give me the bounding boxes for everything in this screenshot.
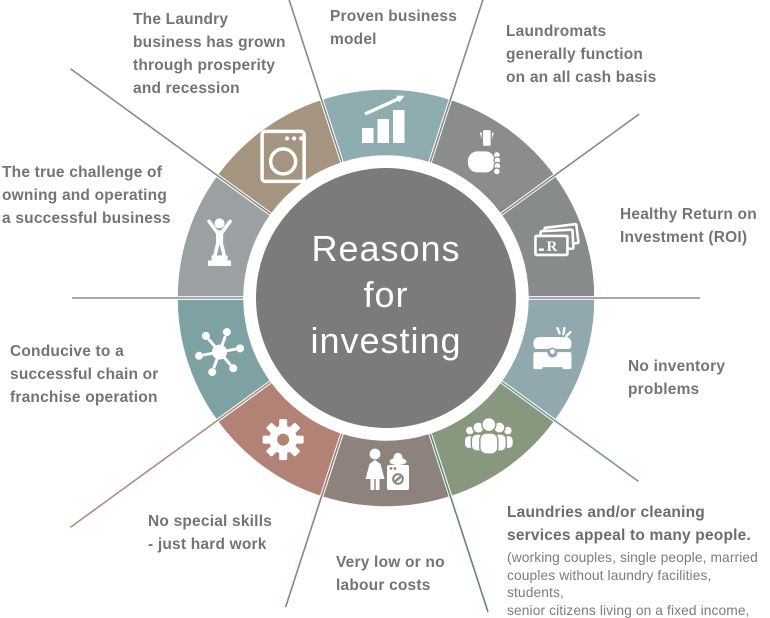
connector-line [501, 113, 640, 215]
connector-line [429, 0, 484, 163]
connector-line [70, 381, 271, 528]
wheel-title: Reasons for investing [310, 228, 462, 362]
center-circle [256, 168, 516, 428]
label-no-special-skills: No special skills - just hard work [148, 513, 273, 553]
label-true-challenge: The true challenge of owning and operati… [2, 164, 171, 227]
ring-segments [174, 86, 598, 510]
label-franchise-operation: Conducive to a successful chain or franc… [10, 343, 159, 406]
connector-line [284, 433, 343, 608]
label-business-has-grown: The Laundry business has grown through p… [133, 11, 286, 97]
segment-low-labour-costs [319, 430, 453, 510]
connector-lines [70, 0, 700, 613]
label-no-inventory: No inventory problems [628, 358, 726, 398]
connector-line [429, 433, 489, 613]
connector-line [501, 381, 639, 483]
label-appeal-to-many: Laundries and/or cleaning services appea… [507, 504, 751, 544]
label-proven-business-model: Proven business model [330, 8, 458, 48]
label-low-labour-costs: Very low or no labour costs [336, 554, 445, 594]
connector-line [288, 0, 343, 163]
connector-line [70, 68, 271, 215]
label-appeal-note: (working couples, single people, married… [507, 550, 758, 618]
label-healthy-roi: Healthy Return on Investment (ROI) [620, 206, 757, 246]
label-all-cash-basis: Laundromats generally function on an all… [506, 23, 657, 86]
gear-icon [262, 419, 304, 461]
